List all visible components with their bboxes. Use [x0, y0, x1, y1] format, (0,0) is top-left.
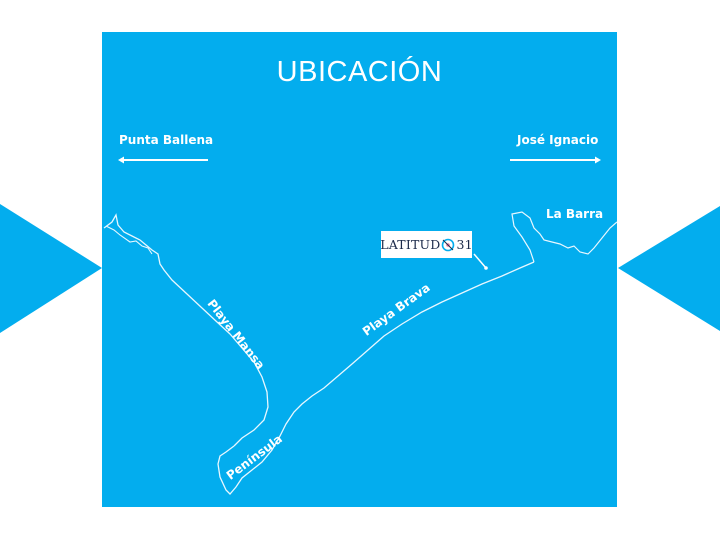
arrow-right-icon	[510, 156, 601, 164]
coastline-map	[103, 156, 617, 495]
map-panel: UBICACIÓN Punta Ballena José Ignacio La …	[102, 32, 617, 507]
playa-mansa-coast	[103, 213, 269, 447]
direction-left-label: Punta Ballena	[119, 133, 214, 147]
arrow-left-icon	[118, 156, 208, 164]
logo-text-left: LATITUD	[380, 237, 441, 252]
previous-triangle-icon[interactable]	[0, 204, 102, 333]
location-pin-icon	[473, 253, 487, 269]
latitud-31-marker[interactable]: LATITUD 31	[380, 231, 473, 258]
direction-right-label: José Ignacio	[517, 133, 599, 147]
page-title: UBICACIÓN	[276, 56, 443, 88]
logo-text-right: 31	[456, 237, 473, 252]
la-barra-coast	[511, 211, 617, 263]
logo-globe-icon	[441, 238, 455, 252]
playa-brava-coast	[217, 261, 535, 495]
next-triangle-icon[interactable]	[618, 206, 720, 331]
place-label-la-barra: La Barra	[546, 207, 604, 221]
